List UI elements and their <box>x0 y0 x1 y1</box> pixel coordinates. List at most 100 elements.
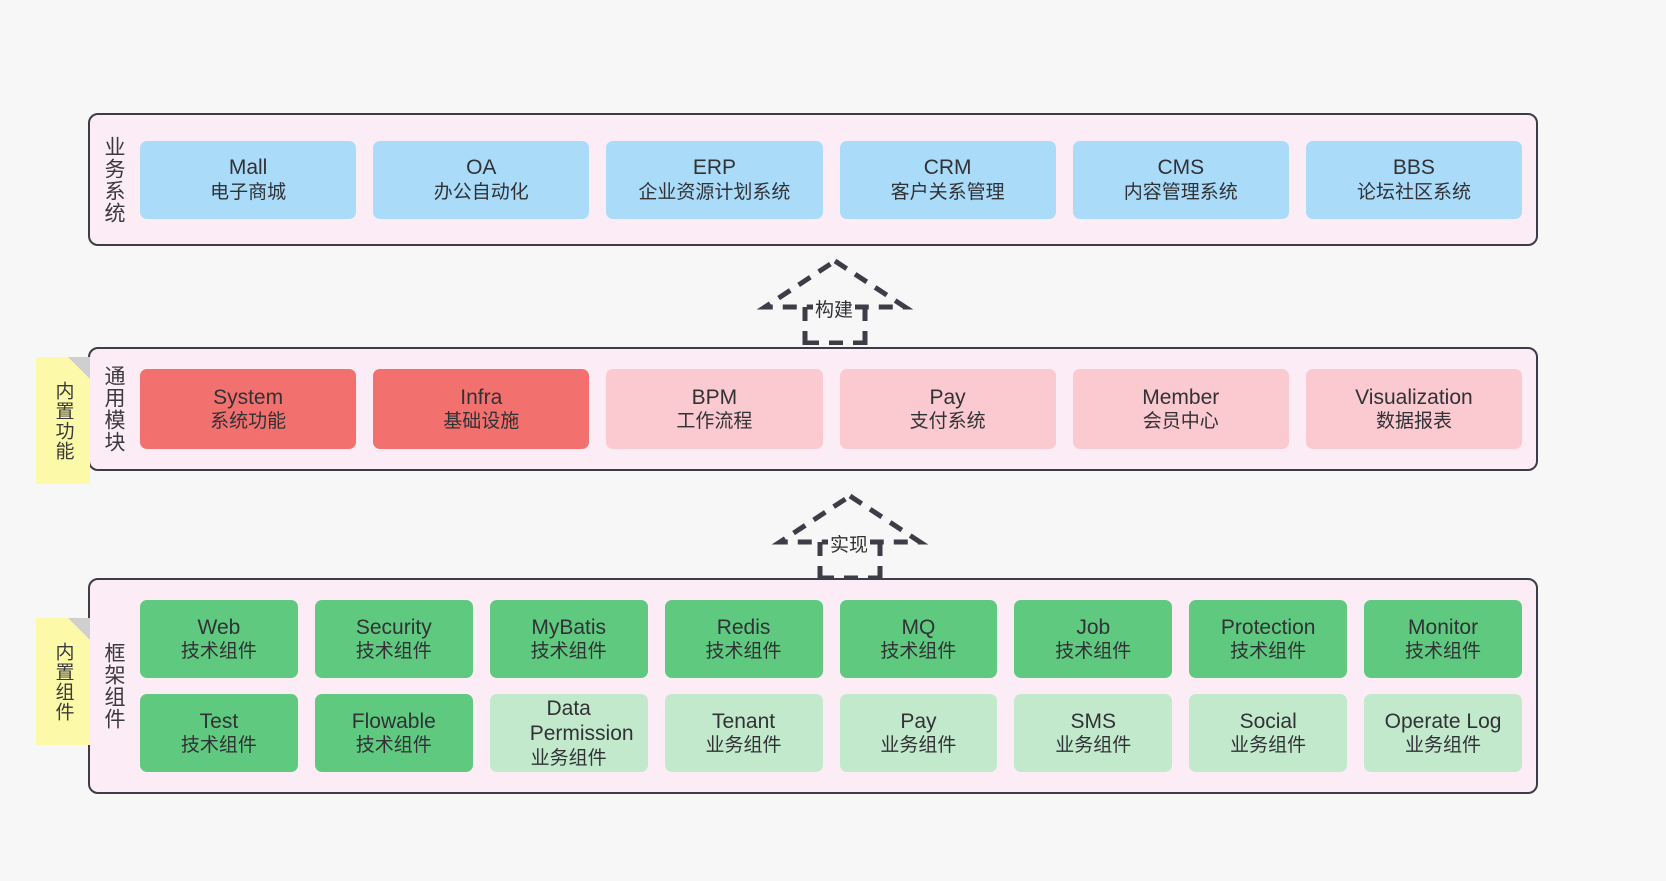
box-subtitle: 技术组件 <box>705 641 782 663</box>
box-sms[interactable]: SMS 业务组件 <box>1014 694 1173 772</box>
box-infra[interactable]: Infra 基础设施 <box>373 369 590 449</box>
box-title: Social <box>1239 709 1297 733</box>
box-title: OA <box>466 156 497 180</box>
box-title: Redis <box>716 615 771 639</box>
box-title: Test <box>199 709 239 733</box>
box-subtitle: 业务组件 <box>1055 735 1132 757</box>
box-subtitle: 技术组件 <box>180 735 257 757</box>
box-title: Mall <box>228 156 268 180</box>
box-test[interactable]: Test 技术组件 <box>140 694 298 772</box>
box-subtitle: 技术组件 <box>1230 641 1307 663</box>
box-monitor[interactable]: Monitor 技术组件 <box>1364 600 1522 678</box>
box-title: Monitor <box>1408 615 1479 639</box>
box-protection[interactable]: Protection 技术组件 <box>1189 600 1348 678</box>
box-bbs[interactable]: BBS 论坛社区系统 <box>1305 140 1523 219</box>
box-subtitle: 业务组件 <box>530 748 607 770</box>
box-social[interactable]: Social 业务组件 <box>1189 694 1348 772</box>
layer-row: Mall 电子商城 OA 办公自动化 ERP 企业资源计划系统 CRM 客户关系… <box>140 140 1523 219</box>
note-label: 内置组件 <box>52 641 74 722</box>
layer-framework-components: 框架组件 Web 技术组件 Security 技术组件 MyBatis 技术组件… <box>88 578 1538 794</box>
layer-title-framework-components: 框架组件 <box>102 642 126 730</box>
box-system[interactable]: System 系统功能 <box>140 369 357 449</box>
box-title: ERP <box>692 156 737 180</box>
box-security[interactable]: Security 技术组件 <box>314 600 473 678</box>
box-subtitle: 业务组件 <box>880 735 957 757</box>
box-title: Member <box>1142 385 1220 409</box>
connector-realize-label: 实现 <box>828 530 871 557</box>
box-web[interactable]: Web 技术组件 <box>140 600 298 678</box>
box-subtitle: 技术组件 <box>880 641 957 663</box>
box-title: Flowable <box>351 709 436 733</box>
box-pay[interactable]: Pay 支付系统 <box>839 369 1056 449</box>
layer-common-modules: 通用模块 System 系统功能 Infra 基础设施 BPM 工作流程 Pay… <box>88 347 1538 471</box>
note-builtin-components: 内置组件 <box>36 618 90 745</box>
box-pay-component[interactable]: Pay 业务组件 <box>839 694 998 772</box>
layer-row: Test 技术组件 Flowable 技术组件 Data Permission … <box>140 694 1522 772</box>
box-title: Operate Log <box>1384 709 1502 733</box>
box-title: MyBatis <box>531 615 607 639</box>
box-subtitle: 客户关系管理 <box>890 181 1005 203</box>
box-subtitle: 技术组件 <box>180 641 257 663</box>
box-title: Web <box>197 615 241 639</box>
box-title: Infra <box>460 385 503 409</box>
layer-title-common-modules: 通用模块 <box>102 365 126 453</box>
box-title: SMS <box>1070 709 1117 733</box>
connector-build-label: 构建 <box>813 295 856 322</box>
box-erp[interactable]: ERP 企业资源计划系统 <box>606 140 823 219</box>
box-mq[interactable]: MQ 技术组件 <box>839 600 998 678</box>
box-cms[interactable]: CMS 内容管理系统 <box>1072 140 1289 219</box>
box-title: BPM <box>691 385 738 409</box>
box-title: BBS <box>1392 156 1435 180</box>
box-subtitle: 论坛社区系统 <box>1356 181 1471 203</box>
box-title: System <box>213 385 284 409</box>
box-oa[interactable]: OA 办公自动化 <box>373 140 590 219</box>
layer-body-common-modules: System 系统功能 Infra 基础设施 BPM 工作流程 Pay 支付系统… <box>136 349 1536 469</box>
layer-business-systems: 业务系统 Mall 电子商城 OA 办公自动化 ERP 企业资源计划系统 CRM… <box>88 113 1538 246</box>
box-redis[interactable]: Redis 技术组件 <box>664 600 823 678</box>
box-job[interactable]: Job 技术组件 <box>1014 600 1173 678</box>
layer-body-framework-components: Web 技术组件 Security 技术组件 MyBatis 技术组件 Redi… <box>136 580 1536 792</box>
box-title: Protection <box>1220 615 1316 639</box>
box-flowable[interactable]: Flowable 技术组件 <box>314 694 473 772</box>
box-subtitle: 数据报表 <box>1375 411 1452 433</box>
box-title: Visualization <box>1355 385 1473 409</box>
box-bpm[interactable]: BPM 工作流程 <box>606 369 823 449</box>
layer-body-business-systems: Mall 电子商城 OA 办公自动化 ERP 企业资源计划系统 CRM 客户关系… <box>136 115 1536 244</box>
box-subtitle: 支付系统 <box>909 411 986 433</box>
layer-title-business-systems: 业务系统 <box>102 135 126 224</box>
connector-realize: 实现 <box>770 490 930 581</box>
box-title: CRM <box>923 156 972 180</box>
box-title: MQ <box>901 615 936 639</box>
box-title: Pay <box>929 385 966 409</box>
box-title: Security <box>355 615 432 639</box>
note-label: 内置功能 <box>52 380 74 461</box>
box-subtitle: 基础设施 <box>443 411 520 433</box>
box-title: Pay <box>900 709 937 733</box>
box-subtitle: 技术组件 <box>355 641 432 663</box>
box-visualization[interactable]: Visualization 数据报表 <box>1305 369 1523 449</box>
box-subtitle: 技术组件 <box>1405 641 1482 663</box>
box-member[interactable]: Member 会员中心 <box>1072 369 1289 449</box>
box-operate-log[interactable]: Operate Log 业务组件 <box>1364 694 1522 772</box>
box-subtitle: 技术组件 <box>355 735 432 757</box>
layer-row: System 系统功能 Infra 基础设施 BPM 工作流程 Pay 支付系统… <box>140 369 1523 449</box>
box-subtitle: 会员中心 <box>1142 411 1219 433</box>
note-builtin-features: 内置功能 <box>36 357 90 484</box>
layer-row: Web 技术组件 Security 技术组件 MyBatis 技术组件 Redi… <box>140 600 1522 678</box>
box-subtitle: 电子商城 <box>210 181 287 203</box>
box-title: CMS <box>1157 156 1205 180</box>
box-subtitle: 业务组件 <box>1230 735 1307 757</box>
box-tenant[interactable]: Tenant 业务组件 <box>664 694 823 772</box>
box-subtitle: 办公自动化 <box>433 181 529 203</box>
box-data-permission[interactable]: Data Permission 业务组件 <box>489 694 648 772</box>
box-subtitle: 工作流程 <box>676 411 753 433</box>
box-subtitle: 业务组件 <box>1405 735 1482 757</box>
connector-build: 构建 <box>755 255 915 346</box>
box-mybatis[interactable]: MyBatis 技术组件 <box>489 600 648 678</box>
box-subtitle: 业务组件 <box>705 735 782 757</box>
box-crm[interactable]: CRM 客户关系管理 <box>839 140 1056 219</box>
box-title: Tenant <box>712 709 776 733</box>
box-mall[interactable]: Mall 电子商城 <box>140 140 357 219</box>
box-title: Job <box>1076 615 1111 639</box>
